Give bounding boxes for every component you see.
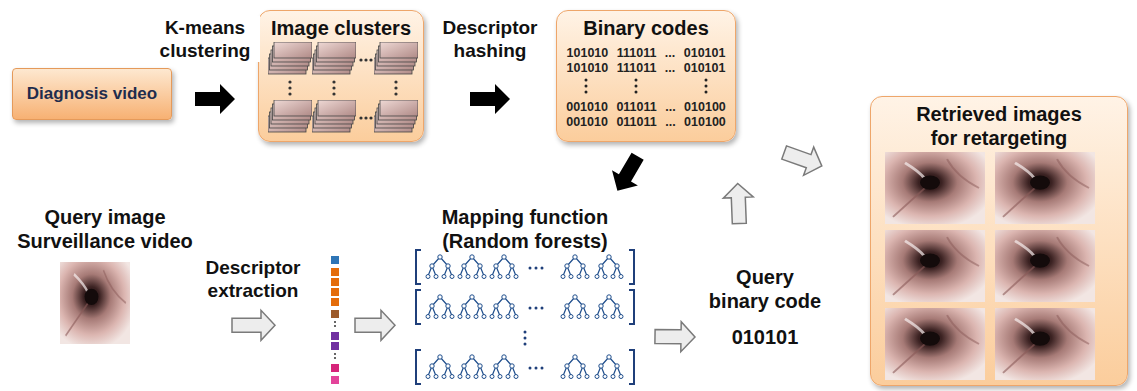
grey-arrow (723, 184, 753, 224)
grey-arrow (655, 322, 695, 352)
node-text: 001010 011011 ... 010100 (557, 115, 735, 130)
node-heading: Retrieved images for retargeting (907, 102, 1092, 150)
arrow-shape (195, 84, 235, 114)
arrow-shape (723, 184, 753, 224)
grey-arrow (232, 310, 395, 340)
black-arrow (470, 84, 510, 114)
query-image-picture (60, 262, 130, 344)
arrow-label: K-means clustering (150, 16, 260, 62)
node-text: 101010 111011 ... 010101 (557, 61, 735, 76)
arrow-shape (232, 310, 275, 340)
node-text: 001010 011011 ... 010100 (557, 100, 735, 115)
code-panel: Binary codes 101010 111011 ... 0101011010… (556, 10, 736, 142)
grey-arrow (782, 146, 822, 175)
arrow-shape (470, 84, 510, 114)
descriptor-vector (331, 256, 339, 384)
arrow-shape (612, 153, 644, 191)
node-heading: Diagnosis video (27, 84, 157, 104)
arrow-shape (782, 146, 822, 175)
source-box: Diagnosis video (12, 68, 172, 120)
arrow-shape (655, 322, 695, 352)
retrieved-images (885, 152, 1095, 380)
node-text: 010101 (705, 325, 825, 349)
image-stacks (268, 42, 418, 132)
black-arrow (612, 153, 644, 191)
node-heading: Image clusters (259, 16, 423, 40)
node-text: 101010 111011 ... 010101 (557, 46, 735, 61)
random-forests (416, 250, 634, 384)
code-dots (585, 79, 708, 94)
node-heading: Mapping function (Random forests) (405, 205, 645, 253)
node-heading: Binary codes (557, 16, 735, 40)
node-heading: Query binary code (705, 265, 825, 313)
arrow-shape (355, 310, 395, 340)
arrow-label: Descriptor extraction (197, 256, 309, 302)
arrow-label: Descriptor hashing (430, 16, 550, 62)
black-arrow (195, 84, 235, 114)
node-heading: Query image Surveillance video (5, 205, 205, 253)
query-code: Query binary code 010101 (705, 265, 825, 355)
